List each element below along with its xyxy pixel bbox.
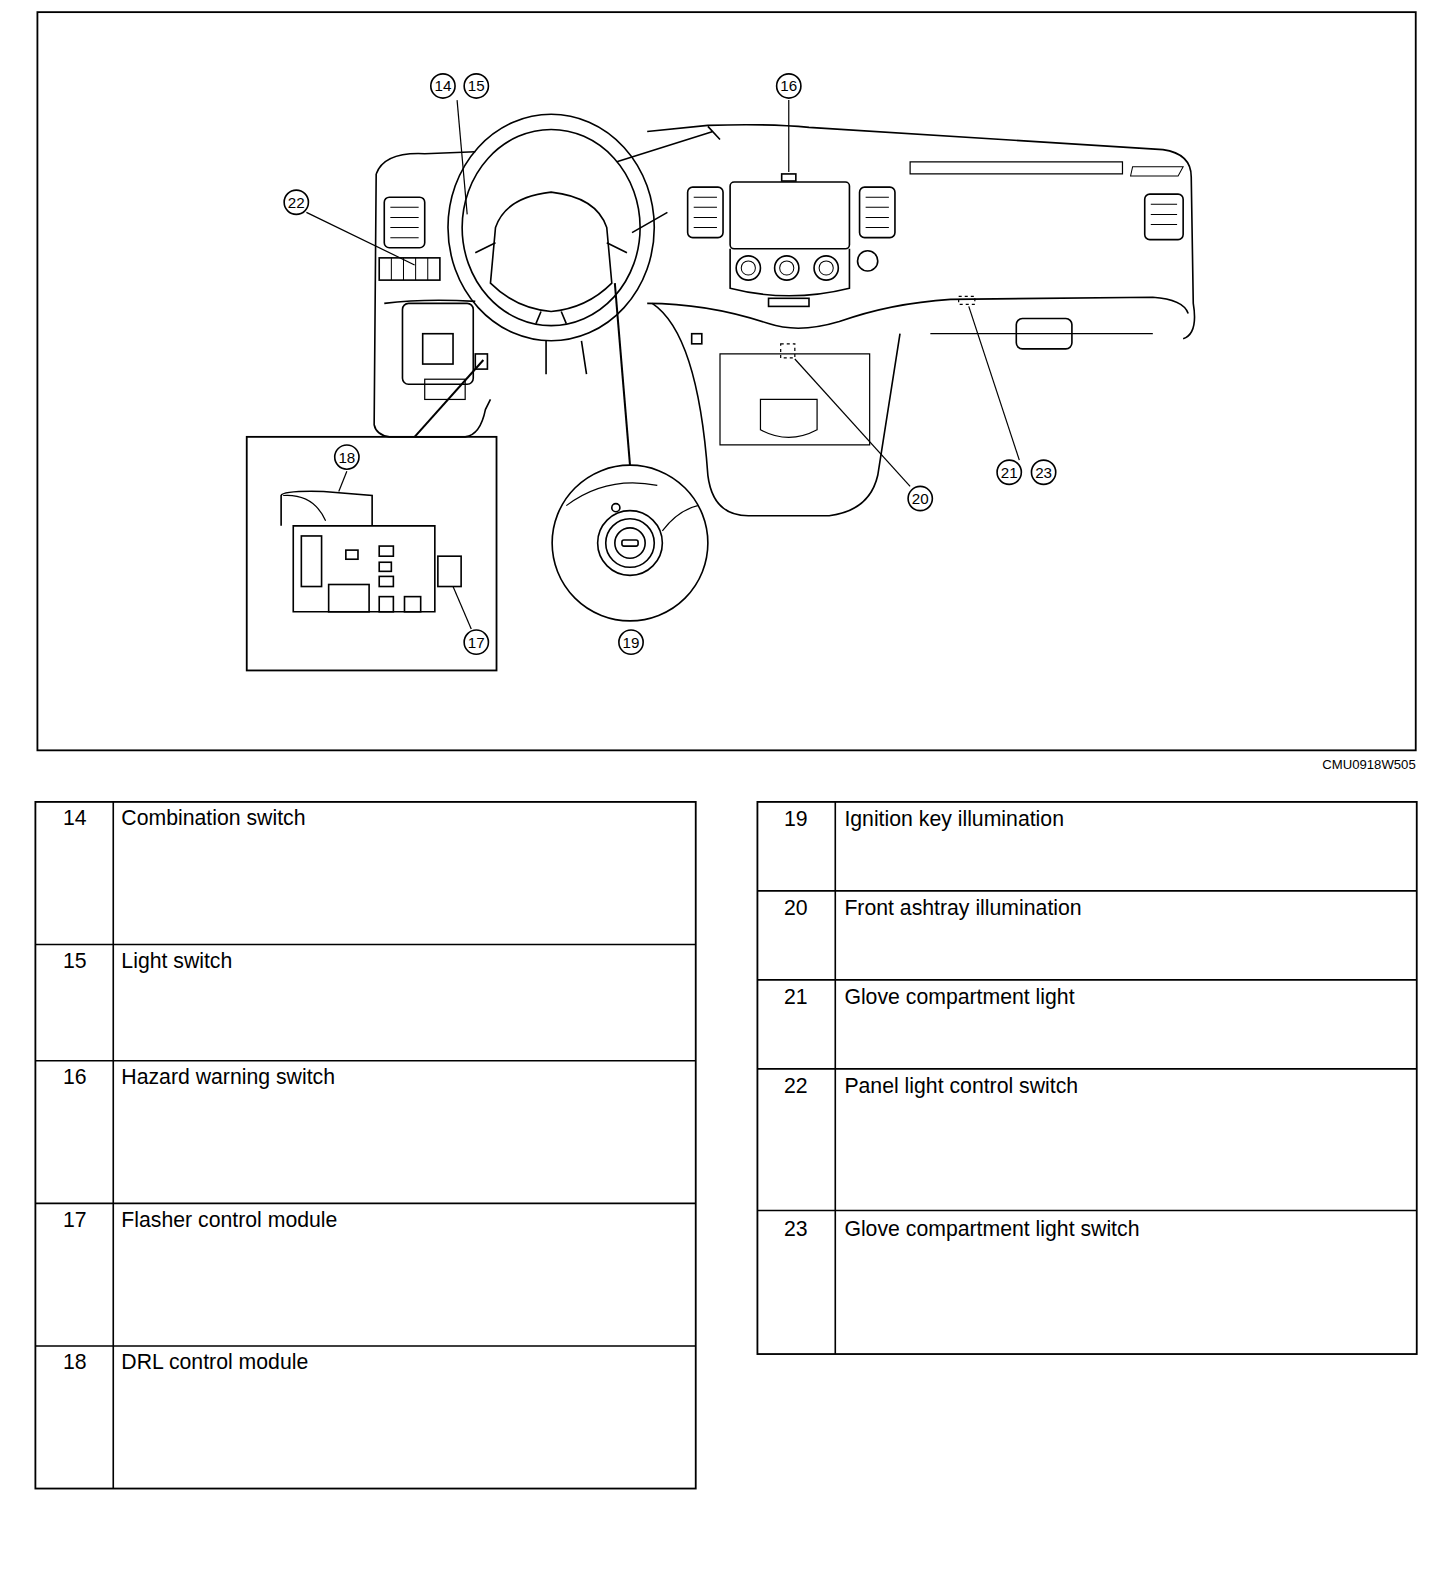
- table-cell: Front ashtray illumination: [844, 896, 1081, 920]
- callout-number: 20: [912, 490, 929, 507]
- callout-number: 14: [434, 77, 451, 94]
- table-number: 22: [784, 1074, 808, 1098]
- table-number: 15: [63, 949, 87, 973]
- callout-number: 22: [288, 194, 305, 211]
- table-number: 16: [63, 1065, 87, 1089]
- callout-number: 18: [338, 448, 355, 465]
- table-cell: Panel light control switch: [844, 1074, 1078, 1098]
- table-cell: Ignition key illumination: [844, 807, 1064, 831]
- table-number: 19: [784, 807, 808, 831]
- table-number: 20: [784, 896, 808, 920]
- callout-number: 17: [468, 633, 485, 650]
- table-cell: Combination switch: [121, 806, 305, 830]
- table-number: 17: [63, 1207, 87, 1231]
- table-number: 14: [63, 806, 87, 830]
- table-cell: Glove compartment light: [844, 985, 1074, 1009]
- callout-number: 15: [468, 77, 485, 94]
- table-cell: Light switch: [121, 949, 232, 973]
- callout-number: 19: [623, 633, 640, 650]
- table-number: 18: [63, 1350, 87, 1374]
- callout-number: 16: [780, 77, 797, 94]
- table-number: 23: [784, 1217, 808, 1241]
- callout-number: 23: [1035, 464, 1052, 481]
- figure-code: CMU0918W505: [1322, 757, 1416, 772]
- table-cell: Hazard warning switch: [121, 1065, 335, 1089]
- callout-number: 21: [1001, 464, 1018, 481]
- table-cell: Glove compartment light switch: [844, 1217, 1139, 1241]
- table-number: 21: [784, 985, 808, 1009]
- table-cell: Flasher control module: [121, 1207, 337, 1231]
- table-cell: DRL control module: [121, 1350, 308, 1374]
